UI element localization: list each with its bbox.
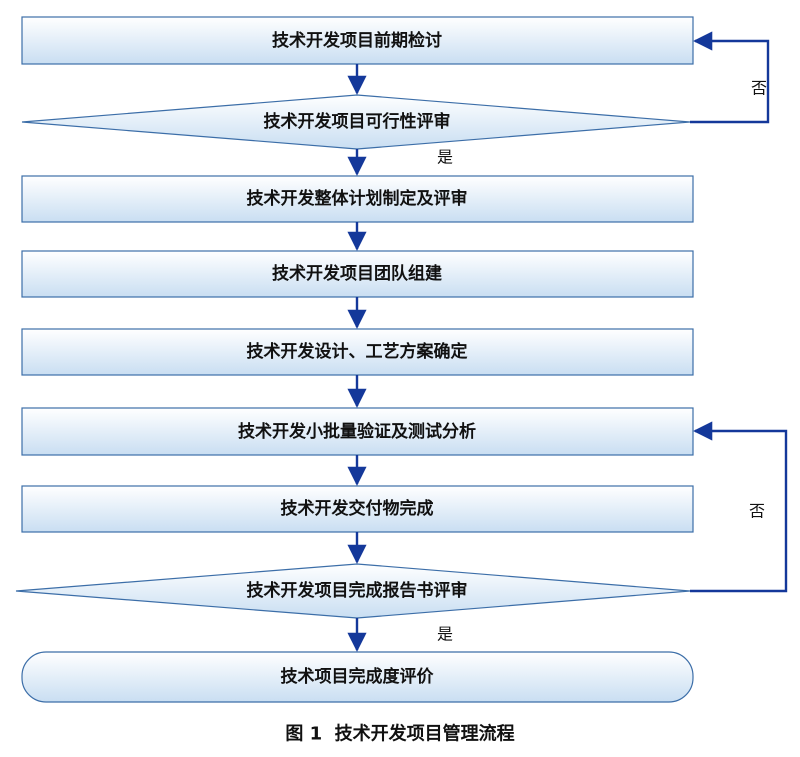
decision-completion-report-review: 技术开发项目完成报告书评审 [15, 563, 691, 619]
figure-caption: 图 1 技术开发项目管理流程 [285, 723, 514, 745]
label-no-2: 否 [749, 502, 765, 521]
label-no-1: 否 [751, 79, 767, 98]
step-deliverables-label: 技术开发交付物完成 [281, 498, 434, 519]
step-overall-plan: 技术开发整体计划制定及评审 [21, 175, 694, 223]
step-preliminary-review: 技术开发项目前期检讨 [21, 16, 694, 65]
arrow-d1-no-loop [690, 31, 770, 124]
decision-feasibility-review: 技术开发项目可行性评审 [21, 94, 691, 150]
label-yes-1: 是 [437, 148, 453, 167]
decision-completion-report-review-label: 技术开发项目完成报告书评审 [247, 580, 468, 601]
step-preliminary-review-label: 技术开发项目前期检讨 [272, 30, 442, 51]
end-completion-evaluation-label: 技术项目完成度评价 [281, 666, 435, 687]
arrow-d2-no-loop [690, 421, 788, 593]
step-team-building: 技术开发项目团队组建 [21, 250, 694, 298]
step-team-building-label: 技术开发项目团队组建 [272, 263, 442, 284]
step-design-process-label: 技术开发设计、工艺方案确定 [247, 341, 468, 362]
step-design-process: 技术开发设计、工艺方案确定 [21, 328, 694, 376]
step-deliverables: 技术开发交付物完成 [21, 485, 694, 533]
end-completion-evaluation: 技术项目完成度评价 [21, 651, 694, 703]
step-small-batch-verification-label: 技术开发小批量验证及测试分析 [238, 421, 476, 442]
step-overall-plan-label: 技术开发整体计划制定及评审 [247, 188, 468, 209]
step-small-batch-verification: 技术开发小批量验证及测试分析 [21, 407, 694, 456]
label-yes-2: 是 [437, 625, 453, 644]
decision-feasibility-review-label: 技术开发项目可行性评审 [264, 111, 451, 132]
